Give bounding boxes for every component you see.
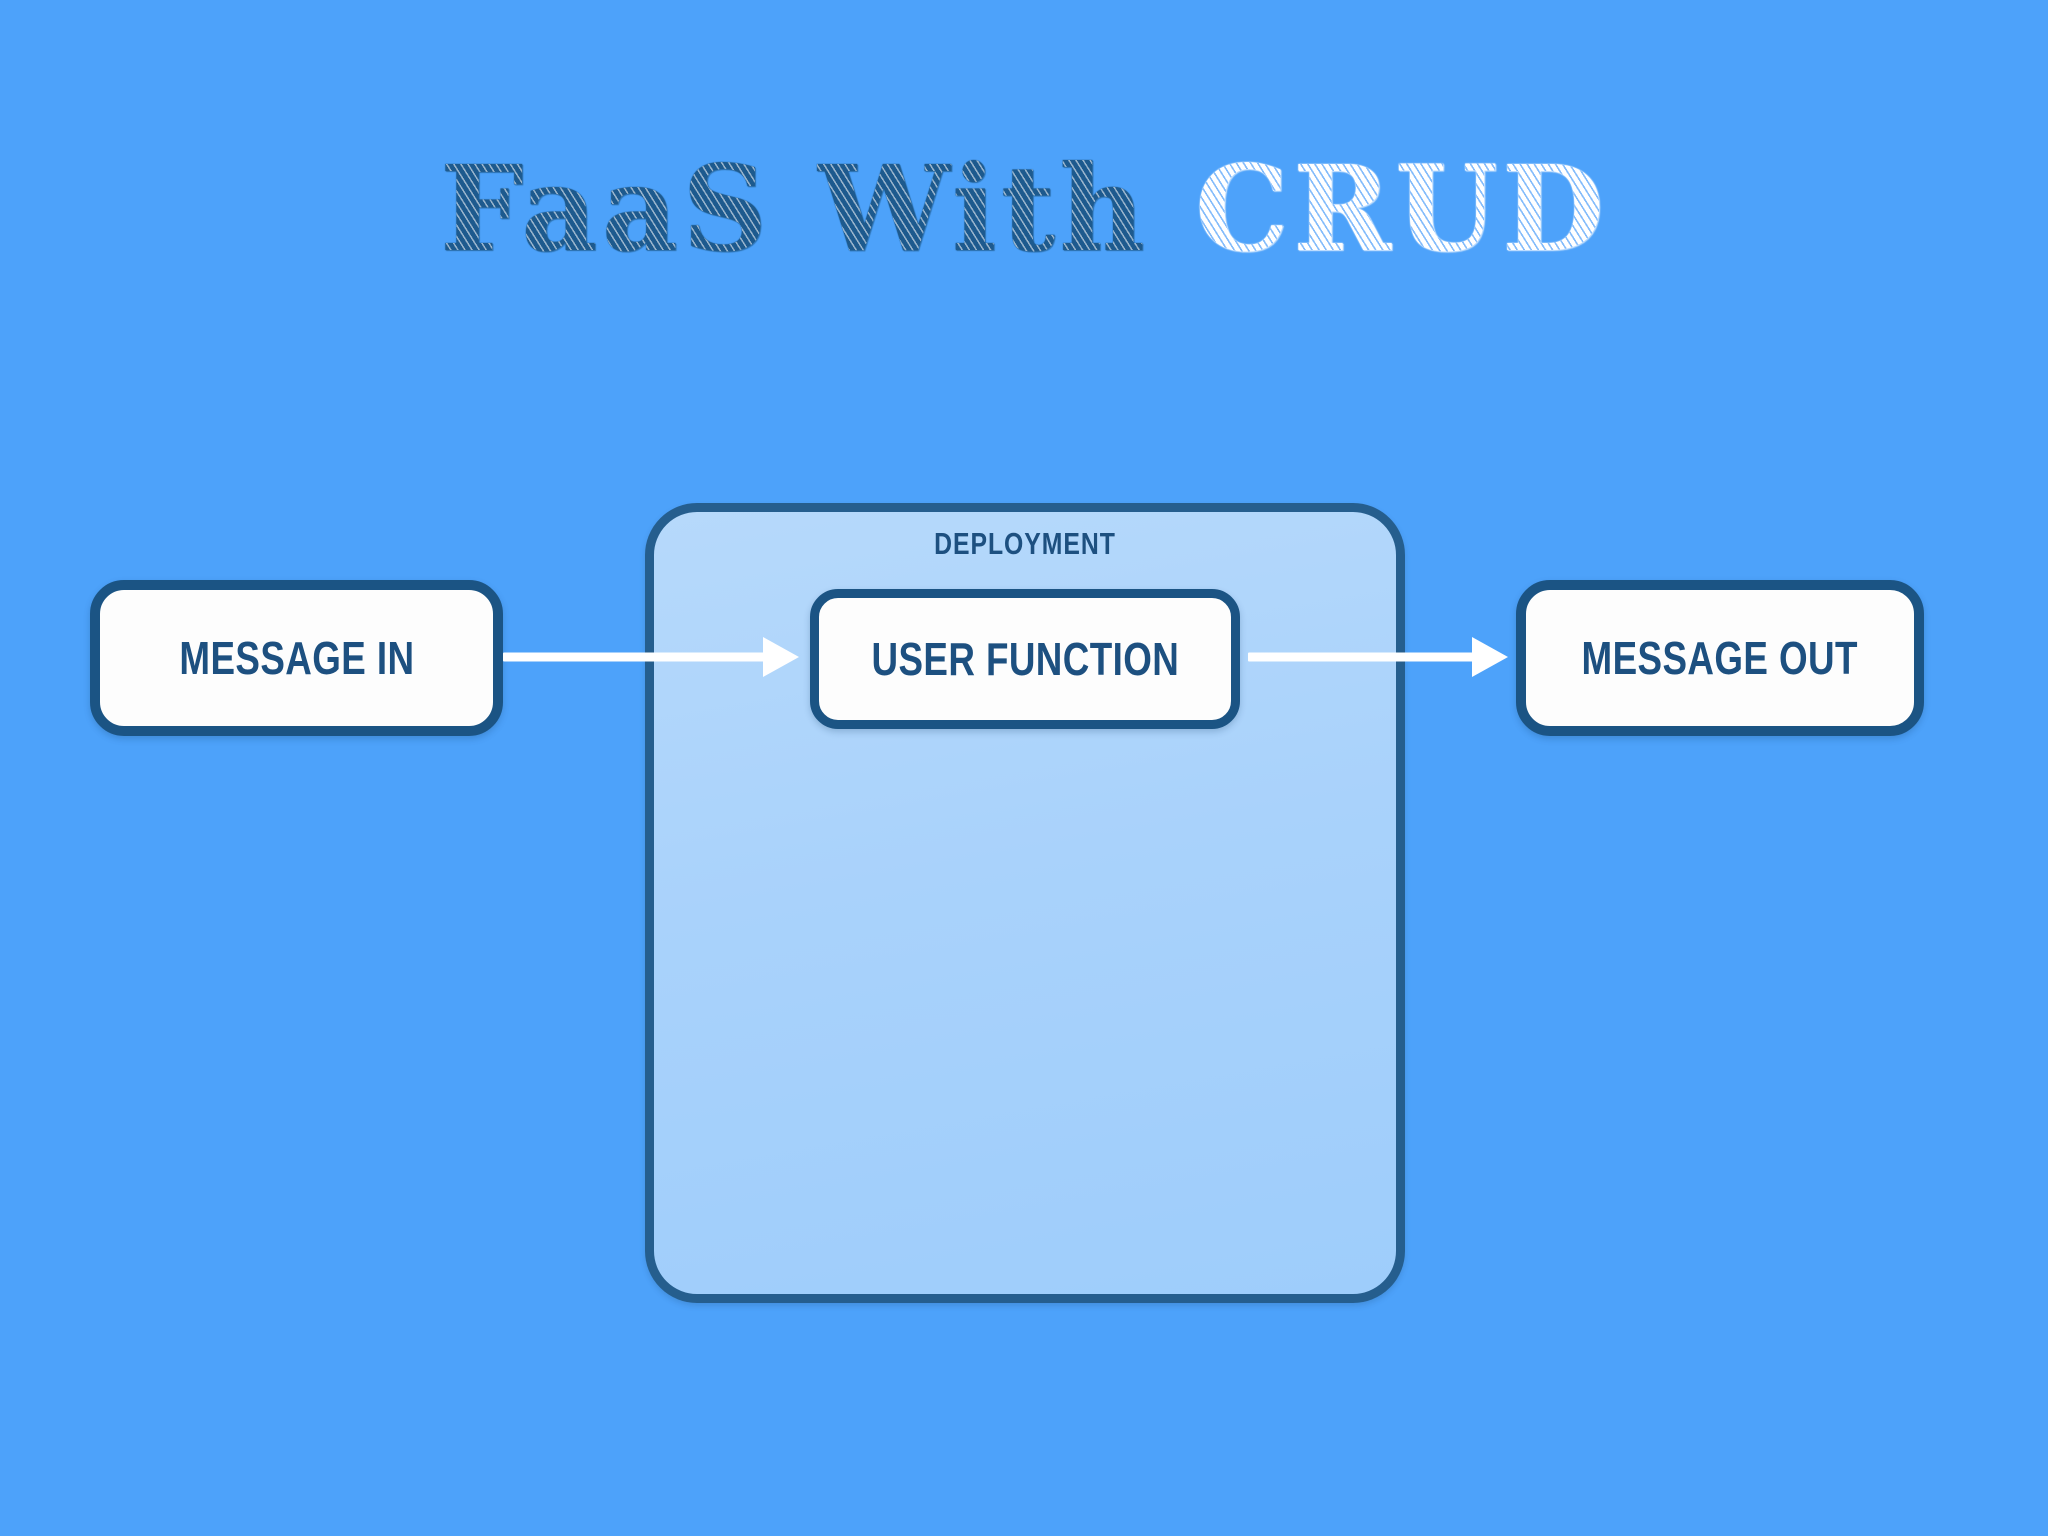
arrow-user-function-to-message-out	[1248, 637, 1508, 677]
node-message-out-label: MESSAGE OUT	[1581, 632, 1859, 684]
arrow-shaft-icon	[1248, 652, 1478, 662]
arrow-head-icon	[1472, 637, 1508, 677]
arrow-message-in-to-user-function	[503, 637, 799, 677]
title-word-crud: CRUD	[1194, 139, 1609, 278]
node-user-function[interactable]: USER FUNCTION	[810, 589, 1240, 729]
node-user-function-label: USER FUNCTION	[871, 633, 1179, 685]
node-message-in[interactable]: MESSAGE IN	[90, 580, 503, 736]
deployment-label: DEPLOYMENT	[934, 526, 1116, 561]
arrow-shaft-icon	[503, 652, 769, 662]
arrow-head-icon	[763, 637, 799, 677]
node-message-in-label: MESSAGE IN	[178, 632, 415, 684]
title-word-faas: FaaS	[439, 139, 772, 278]
title-word-with: With	[817, 139, 1149, 278]
node-message-out[interactable]: MESSAGE OUT	[1516, 580, 1924, 736]
